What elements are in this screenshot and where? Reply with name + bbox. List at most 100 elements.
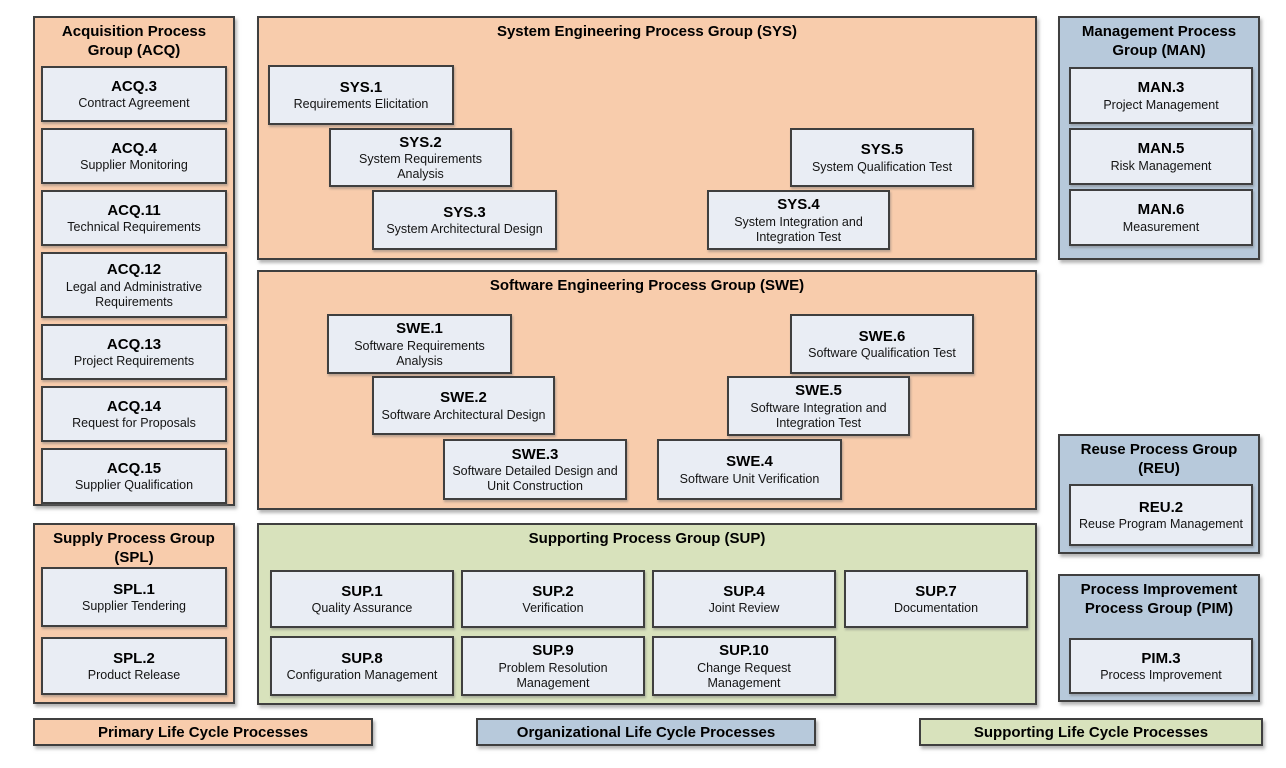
process-swe6: SWE.6 Software Qualification Test bbox=[790, 314, 974, 374]
process-name: Process Improvement bbox=[1100, 668, 1222, 683]
process-id: SWE.3 bbox=[511, 445, 559, 463]
process-id: SWE.2 bbox=[440, 389, 487, 407]
process-name: Joint Review bbox=[708, 601, 780, 616]
process-id: SYS.1 bbox=[339, 78, 383, 96]
process-id: MAN.6 bbox=[1137, 201, 1185, 219]
process-acq12: ACQ.12 Legal and Administrative Requirem… bbox=[41, 252, 227, 318]
process-acq13: ACQ.13 Project Requirements bbox=[41, 324, 227, 380]
group-acq: Acquisition Process Group (ACQ) ACQ.3 Co… bbox=[33, 16, 235, 506]
process-sup10: SUP.10 Change Request Management bbox=[652, 636, 836, 696]
process-id: SUP.8 bbox=[341, 649, 383, 667]
process-sup7: SUP.7 Documentation bbox=[844, 570, 1028, 628]
process-id: REU.2 bbox=[1138, 498, 1184, 516]
process-id: SUP.7 bbox=[915, 582, 957, 600]
process-acq3: ACQ.3 Contract Agreement bbox=[41, 66, 227, 122]
process-swe5: SWE.5 Software Integration and Integrati… bbox=[727, 376, 910, 436]
group-man-title: Management Process Group (MAN) bbox=[1081, 23, 1237, 59]
process-id: ACQ.13 bbox=[106, 335, 162, 353]
process-id: ACQ.4 bbox=[111, 139, 157, 157]
process-sys2: SYS.2 System Requirements Analysis bbox=[329, 128, 512, 187]
process-id: MAN.5 bbox=[1137, 140, 1185, 158]
process-id: SWE.6 bbox=[858, 327, 906, 345]
process-id: PIM.3 bbox=[1141, 649, 1181, 667]
process-man5: MAN.5 Risk Management bbox=[1069, 128, 1253, 185]
process-acq15: ACQ.15 Supplier Qualification bbox=[41, 448, 227, 504]
process-name: Contract Agreement bbox=[78, 96, 190, 111]
process-name: Verification bbox=[522, 601, 584, 616]
process-id: SYS.5 bbox=[860, 141, 904, 159]
process-name: Reuse Program Management bbox=[1079, 517, 1243, 532]
process-name: Documentation bbox=[893, 601, 979, 616]
process-id: ACQ.14 bbox=[106, 397, 162, 415]
process-name: Software Integration and Integration Tes… bbox=[750, 400, 887, 430]
process-swe2: SWE.2 Software Architectural Design bbox=[372, 376, 555, 435]
process-id: SPL.2 bbox=[113, 649, 155, 667]
process-man6: MAN.6 Measurement bbox=[1069, 189, 1253, 246]
process-name: Supplier Qualification bbox=[74, 478, 194, 493]
process-name: Quality Assurance bbox=[311, 601, 413, 616]
process-swe1: SWE.1 Software Requirements Analysis bbox=[327, 314, 512, 374]
process-man3: MAN.3 Project Management bbox=[1069, 67, 1253, 124]
process-id: ACQ.11 bbox=[107, 201, 161, 219]
process-name: System Architectural Design bbox=[386, 222, 543, 237]
process-name: System Integration and Integration Test bbox=[734, 214, 863, 244]
process-name: Software Unit Verification bbox=[679, 471, 820, 486]
process-name: Software Requirements Analysis bbox=[354, 338, 485, 368]
process-name: Risk Management bbox=[1110, 158, 1212, 173]
process-spl2: SPL.2 Product Release bbox=[41, 637, 227, 695]
process-name: Product Release bbox=[87, 668, 181, 683]
legend-supporting-label: Supporting Life Cycle Processes bbox=[973, 723, 1209, 741]
process-id: SYS.3 bbox=[443, 203, 486, 221]
process-name: Measurement bbox=[1122, 219, 1200, 234]
process-acq14: ACQ.14 Request for Proposals bbox=[41, 386, 227, 442]
process-name: System Requirements Analysis bbox=[359, 152, 482, 182]
group-acq-title: Acquisition Process Group (ACQ) bbox=[61, 23, 207, 59]
process-name: Requirements Elicitation bbox=[293, 97, 429, 112]
process-sys5: SYS.5 System Qualification Test bbox=[790, 128, 974, 187]
process-name: Project Management bbox=[1103, 97, 1219, 112]
process-id: ACQ.15 bbox=[106, 459, 162, 477]
group-sup-title: Supporting Process Group (SUP) bbox=[528, 530, 766, 547]
process-swe3: SWE.3 Software Detailed Design and Unit … bbox=[443, 439, 627, 500]
group-pim-title: Process Improvement Process Group (PIM) bbox=[1080, 581, 1238, 617]
process-sys3: SYS.3 System Architectural Design bbox=[372, 190, 557, 250]
process-sys1: SYS.1 Requirements Elicitation bbox=[268, 65, 454, 125]
process-id: ACQ.12 bbox=[106, 261, 162, 278]
process-spl1: SPL.1 Supplier Tendering bbox=[41, 567, 227, 627]
process-name: Legal and Administrative Requirements bbox=[65, 279, 203, 309]
group-spl: Supply Process Group (SPL) SPL.1 Supplie… bbox=[33, 523, 235, 704]
process-swe4: SWE.4 Software Unit Verification bbox=[657, 439, 842, 500]
group-spl-title: Supply Process Group (SPL) bbox=[53, 530, 215, 566]
group-pim: Process Improvement Process Group (PIM) … bbox=[1058, 574, 1260, 702]
process-sup4: SUP.4 Joint Review bbox=[652, 570, 836, 628]
group-sys-title: System Engineering Process Group (SYS) bbox=[496, 23, 798, 40]
process-name: Technical Requirements bbox=[67, 220, 201, 235]
group-sup: Supporting Process Group (SUP) SUP.1 Qua… bbox=[257, 523, 1037, 705]
legend-supporting: Supporting Life Cycle Processes bbox=[919, 718, 1263, 746]
process-id: SUP.2 bbox=[532, 582, 574, 600]
process-id: MAN.3 bbox=[1137, 79, 1185, 97]
process-name: Supplier Tendering bbox=[81, 599, 186, 614]
legend-primary-label: Primary Life Cycle Processes bbox=[97, 723, 309, 741]
process-id: SPL.1 bbox=[113, 580, 155, 598]
process-name: Problem Resolution Management bbox=[498, 660, 608, 690]
process-id: SYS.4 bbox=[777, 196, 820, 213]
group-swe: Software Engineering Process Group (SWE)… bbox=[257, 270, 1037, 510]
group-swe-title: Software Engineering Process Group (SWE) bbox=[489, 277, 805, 294]
process-acq4: ACQ.4 Supplier Monitoring bbox=[41, 128, 227, 184]
process-name: Project Requirements bbox=[73, 354, 195, 369]
process-sup8: SUP.8 Configuration Management bbox=[270, 636, 454, 696]
group-reu-title: Reuse Process Group (REU) bbox=[1080, 441, 1238, 477]
process-id: SUP.1 bbox=[341, 582, 383, 600]
legend-organizational-label: Organizational Life Cycle Processes bbox=[516, 723, 776, 741]
process-id: ACQ.3 bbox=[111, 77, 157, 95]
legend-organizational: Organizational Life Cycle Processes bbox=[476, 718, 816, 746]
process-name: Change Request Management bbox=[697, 660, 791, 690]
process-name: Supplier Monitoring bbox=[80, 158, 188, 173]
group-reu: Reuse Process Group (REU) REU.2 Reuse Pr… bbox=[1058, 434, 1260, 554]
process-name: Configuration Management bbox=[286, 668, 438, 683]
group-man: Management Process Group (MAN) MAN.3 Pro… bbox=[1058, 16, 1260, 260]
process-id: SWE.4 bbox=[726, 453, 773, 471]
process-sup1: SUP.1 Quality Assurance bbox=[270, 570, 454, 628]
